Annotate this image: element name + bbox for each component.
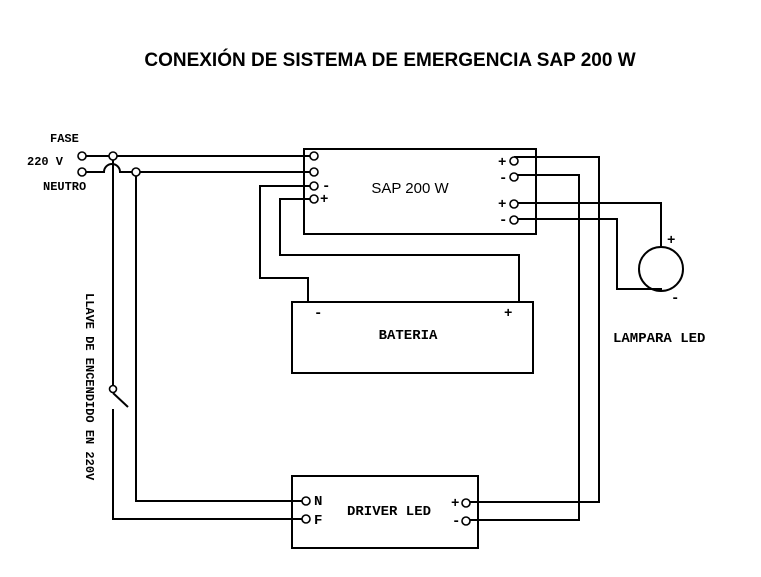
bateria-plus-sign: + <box>504 306 512 322</box>
fase-label: FASE <box>50 132 79 146</box>
sap-out1-minus-sign: - <box>499 171 507 187</box>
lampara-minus-sign: - <box>671 291 679 307</box>
junction-fase <box>108 151 118 161</box>
sap-out1-minus-terminal <box>509 172 519 182</box>
driver-f-terminal <box>301 514 311 524</box>
driver-plus-sign: + <box>451 496 459 512</box>
sap-terminal-neutro <box>309 167 319 177</box>
wire-bat-plus <box>279 198 520 302</box>
sap-out2-minus-sign: - <box>499 213 507 229</box>
wire-neutro <box>84 163 318 173</box>
driver-minus-sign: - <box>452 514 460 530</box>
bateria-label: BATERIA <box>379 328 438 344</box>
lampara-label: LAMPARA LED <box>613 331 705 347</box>
switch-label: LLAVE DE ENCENDIDO EN 220V <box>82 293 96 481</box>
sap-out1-plus-sign: + <box>498 155 506 171</box>
sap-terminal-minus <box>309 181 319 191</box>
wire-lamp-minus <box>514 218 662 291</box>
lampara-plus-sign: + <box>667 233 675 249</box>
sap-terminal-fase <box>309 151 319 161</box>
sap-plus-sign: + <box>320 192 328 208</box>
driver-n-terminal <box>301 496 311 506</box>
terminal-fase <box>77 151 87 161</box>
sap-out2-plus-sign: + <box>498 197 506 213</box>
wire-lamp-plus <box>514 202 662 247</box>
sap-out1-plus-terminal <box>509 156 519 166</box>
sap-out2-minus-terminal <box>509 215 519 225</box>
sap-out2-plus-terminal <box>509 199 519 209</box>
wire-driver-n <box>135 172 302 502</box>
wire-out-minus <box>470 174 580 521</box>
terminal-neutro <box>77 167 87 177</box>
sap-label: SAP 200 W <box>371 180 449 197</box>
driver-n-sign: N <box>314 494 322 510</box>
driver-plus-terminal <box>461 498 471 508</box>
driver-f-sign: F <box>314 513 322 529</box>
switch-contact <box>108 384 118 394</box>
bateria-box <box>291 301 534 374</box>
wire-out-plus <box>470 156 600 503</box>
voltage-label: 220 V <box>27 155 64 169</box>
diagram-title: CONEXIÓN DE SISTEMA DE EMERGENCIA SAP 20… <box>144 49 635 71</box>
lamp-circle <box>638 246 684 292</box>
sap-terminal-plus <box>309 194 319 204</box>
driver-box <box>291 475 479 549</box>
sap-box <box>303 148 537 235</box>
neutro-label: NEUTRO <box>43 180 86 194</box>
driver-label: DRIVER LED <box>347 504 431 520</box>
sap-minus-sign: - <box>322 179 330 195</box>
wiring <box>84 155 662 521</box>
bateria-minus-sign: - <box>314 306 322 322</box>
wire-driver-f <box>112 409 302 520</box>
wire-bat-minus <box>259 185 316 302</box>
switch-blade <box>112 392 129 408</box>
junction-neutro <box>131 167 141 177</box>
driver-minus-terminal <box>461 516 471 526</box>
